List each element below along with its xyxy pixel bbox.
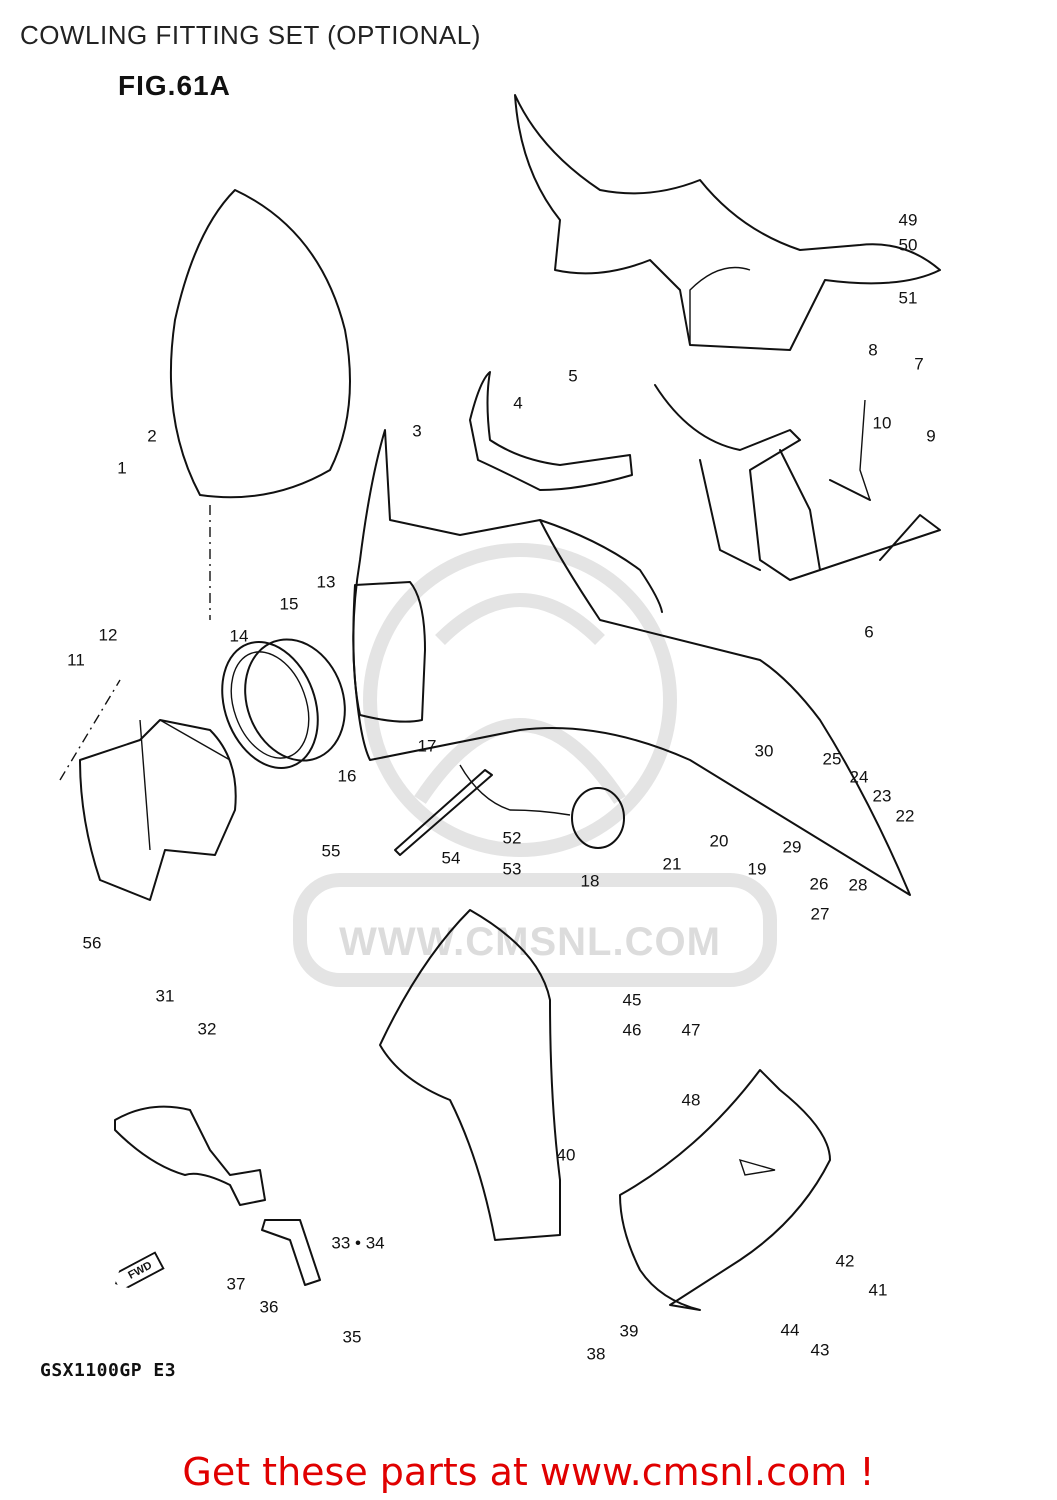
- callout-23: 23: [872, 786, 892, 806]
- under-cowl: [619, 1069, 831, 1311]
- callout-39: 39: [619, 1321, 639, 1341]
- callout-5: 5: [568, 366, 578, 386]
- callout-26: 26: [809, 874, 829, 894]
- callout-38: 38: [586, 1344, 606, 1364]
- headlight-opening: [352, 581, 426, 723]
- headlight-housing: [79, 719, 237, 901]
- headlight-rim: [221, 641, 319, 769]
- switch-18: [571, 787, 625, 849]
- callout-22: 22: [895, 806, 915, 826]
- callout-20: 20: [709, 831, 729, 851]
- cable-tie: [394, 769, 493, 856]
- callout-50: 50: [898, 235, 918, 255]
- callout-21: 21: [662, 854, 682, 874]
- callout-28: 28: [848, 875, 868, 895]
- callout-16: 16: [337, 766, 357, 786]
- callout-32: 32: [197, 1019, 217, 1039]
- callout-53: 53: [502, 859, 522, 879]
- wire-harness: [459, 764, 571, 816]
- callout-43: 43: [810, 1340, 830, 1360]
- callout-13: 13: [316, 572, 336, 592]
- callout-12: 12: [98, 625, 118, 645]
- callout-9: 9: [926, 426, 936, 446]
- callout-10: 10: [872, 413, 892, 433]
- callout-25: 25: [822, 749, 842, 769]
- callout-7: 7: [914, 354, 924, 374]
- lower-cowl-left: [379, 909, 561, 1241]
- callout-4: 4: [513, 393, 523, 413]
- bracket-3: [469, 371, 633, 491]
- callout-44: 44: [780, 1320, 800, 1340]
- callout-24: 24: [849, 767, 869, 787]
- callout-37: 37: [226, 1274, 246, 1294]
- windscreen: [169, 189, 351, 499]
- inner-cowl-top: [514, 94, 941, 351]
- cta-link[interactable]: Get these parts at www.cmsnl.com !: [182, 1450, 875, 1494]
- callout-40: 40: [556, 1145, 576, 1165]
- callout-17: 17: [417, 736, 437, 756]
- callout-8: 8: [868, 340, 878, 360]
- headlight-bezel: [244, 638, 346, 762]
- callout-49: 49: [898, 210, 918, 230]
- callout-14: 14: [229, 626, 249, 646]
- side-bracket: [114, 1105, 266, 1206]
- callout-1: 1: [117, 458, 127, 478]
- callout-11: 11: [67, 650, 85, 670]
- callout-52: 52: [502, 828, 522, 848]
- callout-18: 18: [580, 871, 600, 891]
- callout-6: 6: [864, 622, 874, 642]
- callout-54: 54: [441, 848, 461, 868]
- callout-33-34: 33 • 34: [331, 1233, 385, 1253]
- page-title: COWLING FITTING SET (OPTIONAL): [20, 20, 481, 50]
- callout-55: 55: [321, 841, 341, 861]
- callout-46: 46: [622, 1020, 642, 1040]
- callout-45: 45: [622, 990, 642, 1010]
- callout-56: 56: [82, 933, 102, 953]
- stay-33-34: [261, 1219, 321, 1286]
- upper-cowl: [352, 429, 911, 896]
- callout-2: 2: [147, 426, 157, 446]
- callout-30: 30: [754, 741, 774, 761]
- callout-35: 35: [342, 1327, 362, 1347]
- stay-frame: [654, 384, 941, 581]
- callout-29: 29: [782, 837, 802, 857]
- figure-label: FIG.61A: [118, 70, 231, 101]
- callout-41: 41: [868, 1280, 888, 1300]
- callout-19: 19: [747, 859, 767, 879]
- callout-3: 3: [412, 421, 422, 441]
- callout-15: 15: [279, 594, 299, 614]
- callout-27: 27: [810, 904, 830, 924]
- callout-51: 51: [898, 288, 918, 308]
- callout-47: 47: [681, 1020, 701, 1040]
- callout-31: 31: [155, 986, 175, 1006]
- callout-42: 42: [835, 1251, 855, 1271]
- model-code: GSX1100GP E3: [40, 1360, 177, 1381]
- callout-48: 48: [681, 1090, 701, 1110]
- callout-36: 36: [259, 1297, 279, 1317]
